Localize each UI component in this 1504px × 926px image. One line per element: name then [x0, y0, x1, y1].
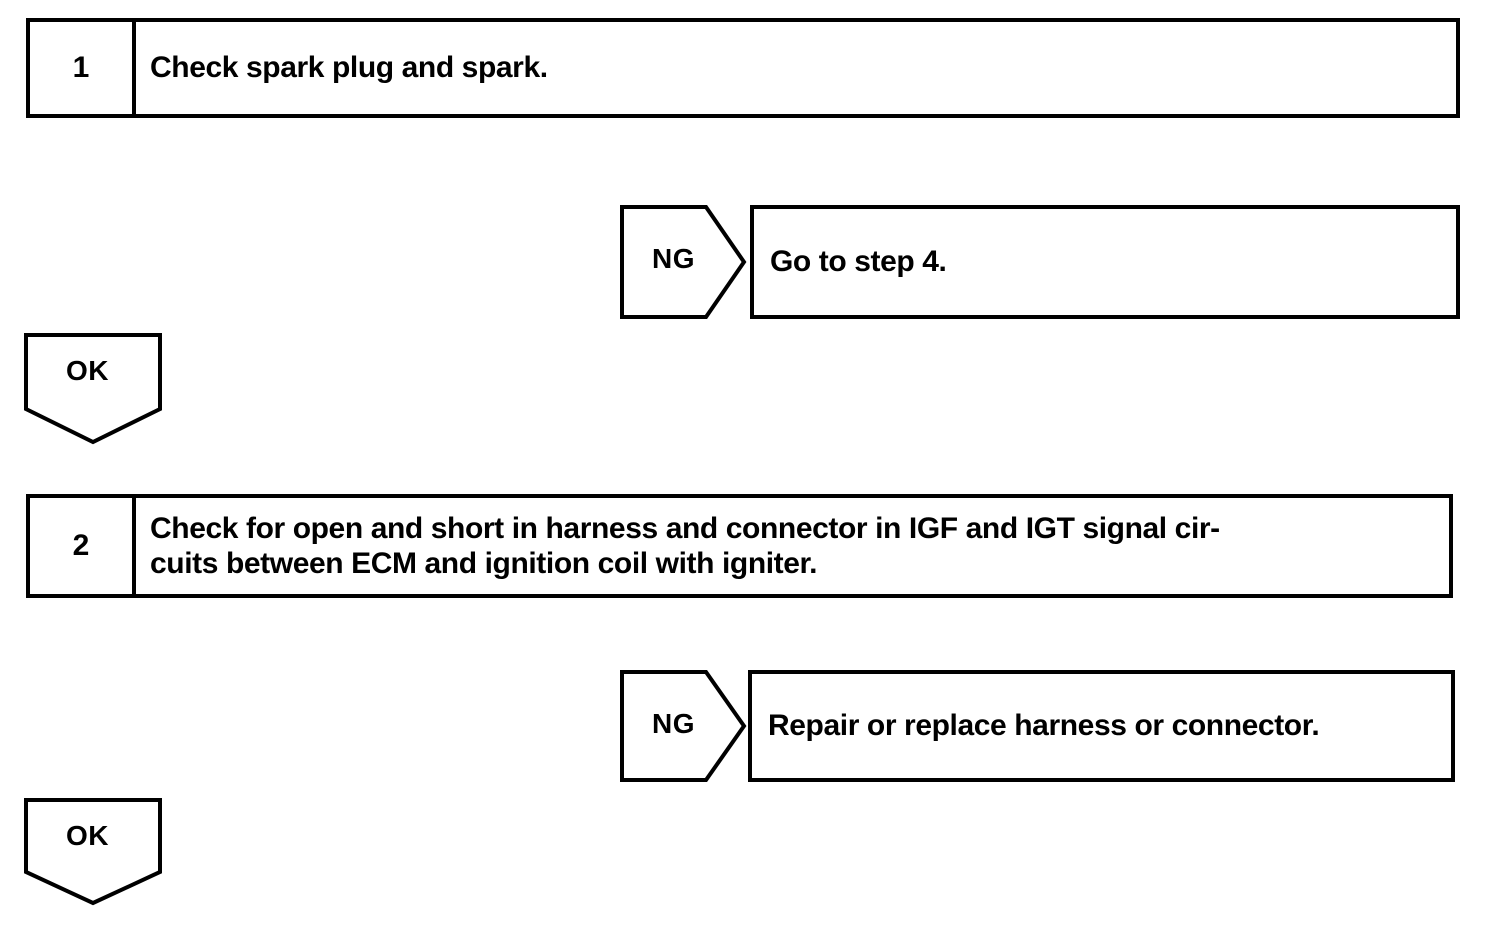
ng-arrow-2 [620, 670, 747, 782]
ok-label-2: OK [66, 820, 109, 851]
step-number-2: 2 [30, 498, 136, 594]
ng-action-text-1: Go to step 4. [770, 245, 947, 278]
step-box-2: 2 Check for open and short in harness an… [26, 494, 1453, 598]
step-text-1: Check spark plug and spark. [150, 51, 548, 85]
ng-action-text-2: Repair or replace harness or connector. [768, 709, 1320, 742]
ng-label-1: NG [652, 243, 695, 274]
step-number-1: 1 [30, 22, 136, 114]
step-text-2: Check for open and short in harness and … [150, 511, 1220, 580]
ok-arrow-2 [24, 798, 164, 906]
ng-action-box-1: Go to step 4. [750, 205, 1460, 319]
ok-label-1: OK [66, 355, 109, 386]
ok-arrow-1 [24, 333, 164, 445]
ng-action-box-2: Repair or replace harness or connector. [748, 670, 1455, 782]
ng-arrow-1 [620, 205, 747, 319]
step-box-1: 1 Check spark plug and spark. [26, 18, 1460, 118]
ng-label-2: NG [652, 708, 695, 739]
